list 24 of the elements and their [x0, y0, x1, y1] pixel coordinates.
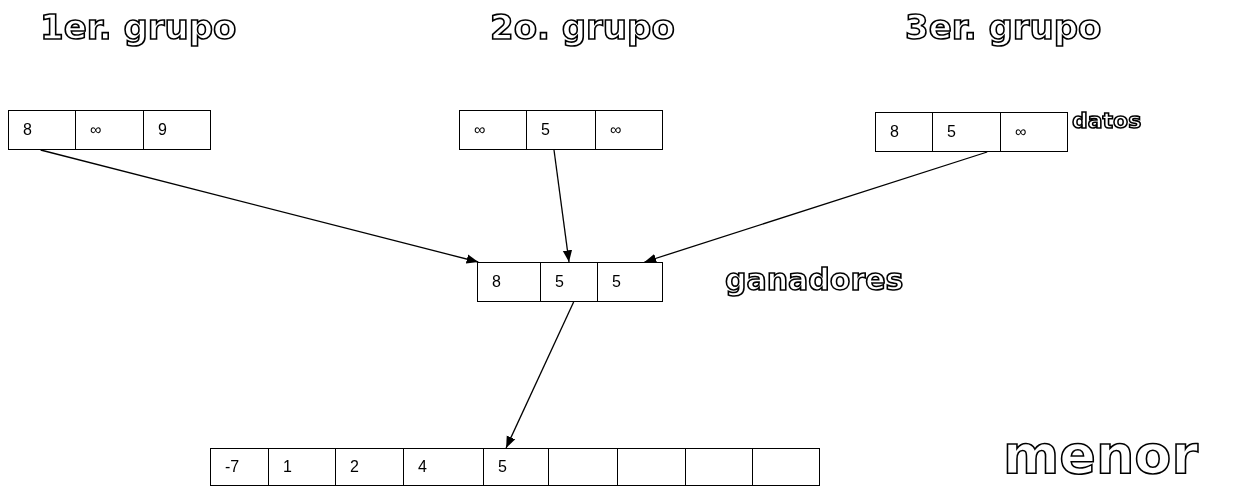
array-cell: 1	[268, 448, 336, 486]
array-cell: 5	[526, 110, 596, 150]
array-cell: 5	[540, 262, 598, 302]
arrow	[40, 149, 479, 264]
array-cell: 5	[597, 262, 663, 302]
array-cell: ∞	[459, 110, 527, 150]
array-cell: ∞	[75, 110, 144, 150]
array-cell: 8	[477, 262, 541, 302]
arrow	[643, 151, 988, 263]
array-cell: 5	[483, 448, 549, 486]
array-cell: ∞	[595, 110, 663, 150]
array-cell: 4	[403, 448, 484, 486]
array-cell: ∞	[1000, 112, 1068, 152]
array-cell: 9	[143, 110, 211, 150]
array-cell: 5	[932, 112, 1001, 152]
heading-label: menor	[1003, 428, 1199, 482]
array-cell: 2	[335, 448, 404, 486]
heading-label: datos	[1072, 110, 1142, 132]
array-cell: -7	[210, 448, 269, 486]
arrow	[553, 149, 573, 263]
array-cell: 8	[8, 110, 76, 150]
array-cell: 8	[875, 112, 933, 152]
heading-label: ganadores	[725, 265, 904, 295]
arrow	[505, 301, 575, 449]
